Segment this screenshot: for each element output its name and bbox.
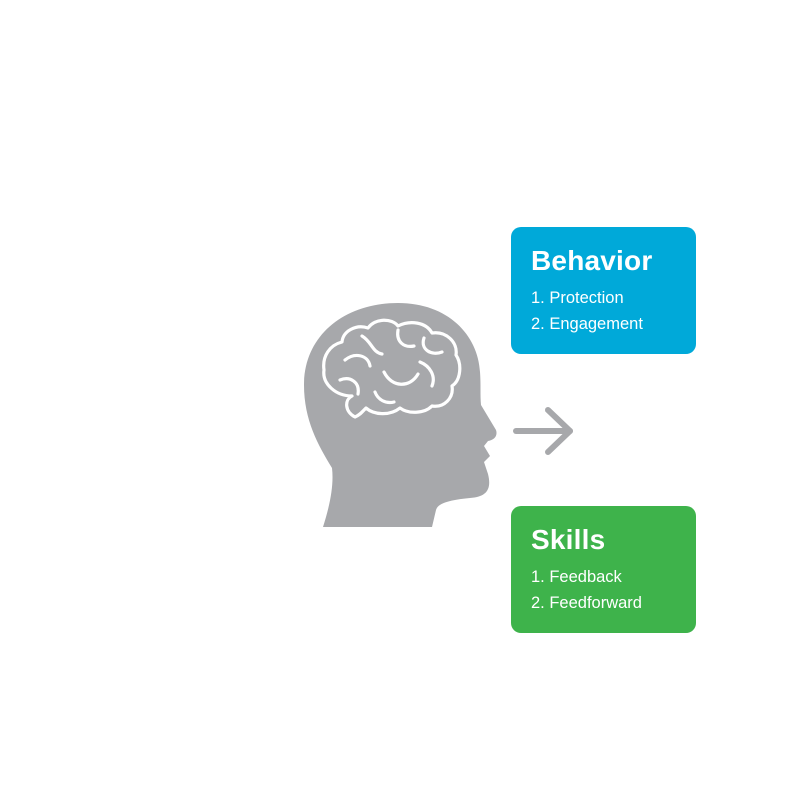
skills-card: Skills 1. Feedback 2. Feedforward: [511, 506, 696, 633]
brain-fold-7: [338, 377, 360, 396]
behavior-title: Behavior: [531, 245, 653, 276]
behavior-card: Behavior 1. Protection 2. Engagement: [511, 227, 696, 354]
behavior-item-protection: 1. Protection: [531, 289, 624, 307]
brain-fold-8: [373, 390, 396, 405]
brain-fold-2: [360, 334, 384, 356]
skills-item-feedforward: 2. Feedforward: [531, 594, 642, 612]
arrow-shape: [513, 407, 573, 455]
brain-fold-6: [418, 360, 435, 388]
brain-fold-4: [421, 336, 444, 355]
skills-title: Skills: [531, 524, 606, 555]
brain-fold-1: [343, 353, 372, 368]
brain-fold-5: [382, 370, 420, 386]
brain-fold-3: [396, 328, 416, 348]
brain-icon: [322, 318, 462, 419]
behavior-item-engagement: 2. Engagement: [531, 315, 643, 333]
arrow-right-icon: [513, 407, 573, 455]
head-silhouette: [304, 303, 497, 527]
skills-item-feedback: 1. Feedback: [531, 568, 622, 586]
head-with-brain-icon: [304, 303, 497, 527]
brain-outline: [322, 318, 462, 419]
arrow-head: [545, 407, 573, 455]
